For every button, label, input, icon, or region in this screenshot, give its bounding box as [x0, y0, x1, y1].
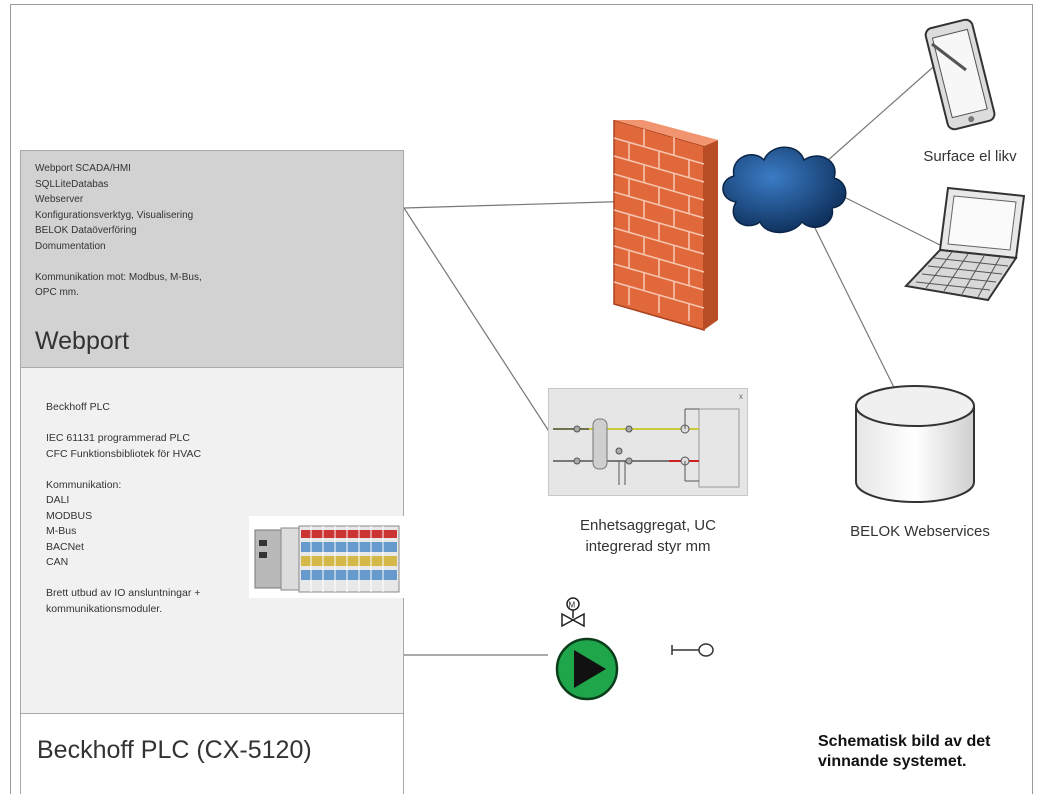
- webport-line: [35, 254, 202, 270]
- plc-hardware-image: [249, 516, 404, 598]
- beckhoff-line: BACNet: [46, 540, 84, 553]
- hvac-schematic-drawing: x: [553, 392, 743, 488]
- unit-label: Enhetsaggregat, UC integrerad styr mm: [548, 515, 748, 557]
- webport-line: Konfigurationsverktyg, Visualisering: [35, 209, 194, 221]
- line-cloud-laptop: [839, 194, 941, 246]
- firewall-icon: [613, 120, 718, 331]
- webport-line: Webserver: [35, 194, 84, 205]
- figure-caption: Schematisk bild av det vinnande systemet…: [818, 732, 991, 772]
- beckhoff-line: [46, 571, 201, 587]
- webport-line: SQLLiteDatabas: [35, 178, 109, 190]
- unit-label-line1: Enhetsaggregat, UC: [580, 517, 716, 534]
- hvac-schematic: x: [548, 388, 748, 496]
- beckhoff-feature-list: Beckhoff PLC IEC 61131 programmerad PLC …: [46, 400, 201, 617]
- webport-line: Kommunikation mot: Modbus, M-Bus,: [35, 271, 202, 283]
- webport-panel: Webport SCADA/HMI SQLLiteDatabas Webserv…: [20, 150, 404, 368]
- svg-text:x: x: [739, 392, 743, 401]
- line-webport-schematic: [403, 207, 553, 437]
- caption-line1: Schematisk bild av det: [818, 733, 991, 750]
- pump-icon: [555, 637, 619, 701]
- frame-right-border: [1032, 4, 1033, 794]
- svg-text:M: M: [569, 601, 576, 610]
- caption-line2: vinnande systemet.: [818, 753, 967, 770]
- webport-line: OPC mm.: [35, 287, 79, 298]
- surface-label: Surface el likv: [923, 148, 1017, 165]
- tablet-icon: [924, 18, 996, 131]
- webport-line: BELOK Dataöverföring: [35, 225, 137, 236]
- laptop-icon: [904, 186, 1026, 302]
- webport-line: Domumentation: [35, 240, 106, 252]
- sensor-icon: [671, 643, 714, 657]
- beckhoff-line: Kommunikation:: [46, 478, 122, 491]
- frame-top-border: [10, 4, 1033, 5]
- beckhoff-line: M-Bus: [46, 525, 77, 537]
- beckhoff-line: CFC Funktionsbibliotek för HVAC: [46, 447, 202, 460]
- webport-line: Webport SCADA/HMI: [35, 163, 131, 174]
- webport-title: Webport: [35, 327, 130, 355]
- beckhoff-line: DALI: [46, 494, 70, 506]
- cloud-icon: [722, 146, 847, 234]
- beckhoff-line: Beckhoff PLC: [46, 401, 111, 413]
- webport-feature-list: Webport SCADA/HMI SQLLiteDatabas Webserv…: [35, 161, 202, 301]
- belok-label: BELOK Webservices: [850, 523, 990, 540]
- beckhoff-line: MODBUS: [46, 509, 93, 522]
- beckhoff-line: CAN: [46, 556, 69, 568]
- frame-left-border: [10, 4, 11, 794]
- beckhoff-title: Beckhoff PLC (CX-5120): [37, 736, 312, 764]
- beckhoff-line: kommunikationsmoduler.: [46, 602, 163, 615]
- database-icon: [855, 385, 975, 503]
- beckhoff-line: [46, 462, 201, 478]
- beckhoff-line: Brett utbud av IO ansluntningar +: [46, 587, 201, 599]
- valve-icon: M: [561, 597, 585, 628]
- unit-label-line2: integrerad styr mm: [585, 538, 711, 555]
- beckhoff-line: IEC 61131 programmerad PLC: [46, 432, 190, 444]
- beckhoff-panel: Beckhoff PLC IEC 61131 programmerad PLC …: [20, 368, 404, 714]
- beckhoff-title-area: Beckhoff PLC (CX-5120): [20, 714, 404, 794]
- beckhoff-line: [46, 416, 201, 432]
